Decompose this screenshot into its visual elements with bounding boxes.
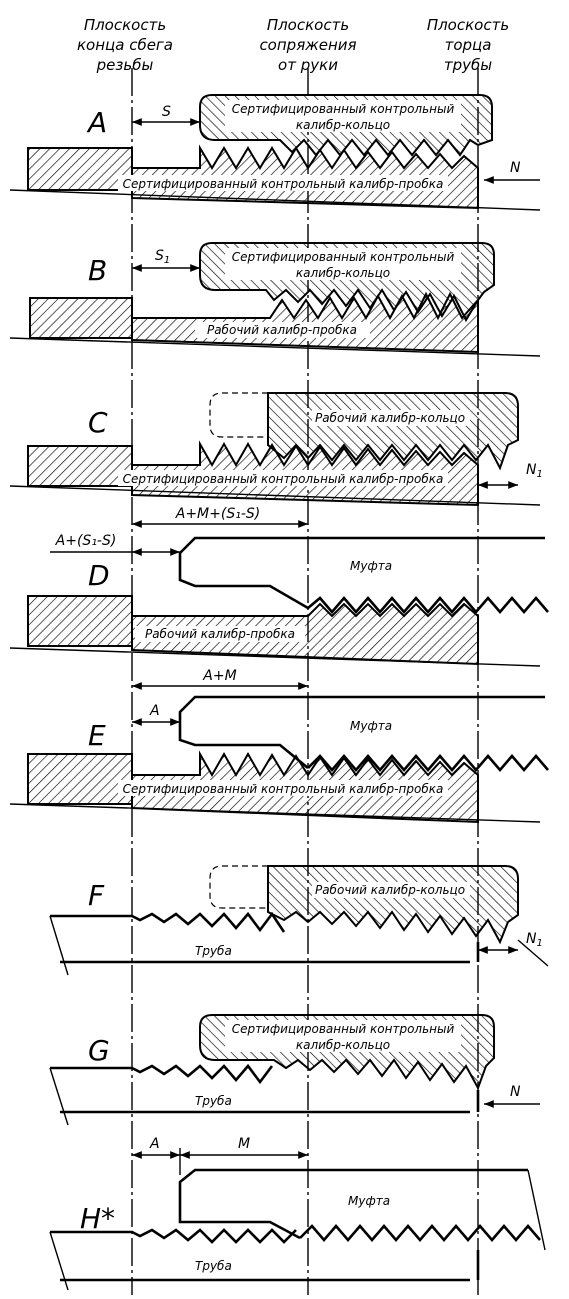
label-bg bbox=[195, 322, 370, 338]
amss-dimension-label: A+M+(S₁-S) bbox=[175, 506, 260, 522]
pipe-thread bbox=[50, 1063, 274, 1085]
pipe-thread bbox=[50, 911, 286, 933]
label-bg bbox=[225, 248, 461, 280]
row-letter: F bbox=[88, 879, 105, 912]
a-dimension-label: A bbox=[149, 703, 160, 719]
header-line: Плоскость bbox=[267, 16, 349, 34]
header-line: от руки bbox=[278, 56, 338, 74]
ring-gauge-label: Рабочий калибр-кольцо bbox=[315, 883, 465, 897]
row-letter: C bbox=[88, 406, 108, 439]
axis-line bbox=[9, 485, 541, 506]
label-bg bbox=[312, 882, 470, 898]
label-bg bbox=[118, 175, 448, 191]
coupling-thread bbox=[299, 1224, 541, 1242]
row-b: B S1 Сертифицированный контрольный калиб… bbox=[9, 242, 541, 357]
header-line: Плоскость bbox=[427, 16, 509, 34]
ass-dimension-label: A+(S₁-S) bbox=[55, 533, 117, 549]
pipe-thread bbox=[50, 1228, 297, 1244]
row-a: A S Сертифицированный контрольный калибр… bbox=[9, 94, 541, 211]
header-line: Плоскость bbox=[84, 16, 166, 34]
n1-dimension-label: N1 bbox=[526, 462, 543, 480]
ring-gauge-label: Рабочий калибр-кольцо bbox=[315, 411, 465, 425]
plug-gauge-label: Рабочий калибр-пробка bbox=[145, 627, 295, 641]
label-bg bbox=[225, 100, 461, 132]
row-h: A M H* Муфта Труба bbox=[49, 1136, 546, 1291]
ring-gauge-label: Сертифицированный контрольный bbox=[232, 250, 455, 264]
ring-previous-position bbox=[209, 865, 268, 909]
ring-gauge-label: калибр-кольцо bbox=[296, 266, 390, 280]
a-dimension-label: A bbox=[149, 1136, 160, 1152]
header-line: резьбы bbox=[96, 56, 154, 74]
ring-previous-position bbox=[209, 392, 268, 438]
header-thread-runout-plane: Плоскость конца сбега резьбы bbox=[77, 16, 173, 74]
n1-dimension-label: N1 bbox=[526, 931, 543, 949]
ring-gauge-label: Сертифицированный контрольный bbox=[232, 102, 455, 116]
axis-line bbox=[9, 337, 541, 357]
row-d: A+M+(S₁-S) A+(S₁-S) D Муфта Рабочий кали… bbox=[9, 506, 549, 667]
row-f: F Рабочий калибр-кольцо Труба N1 bbox=[49, 865, 549, 976]
row-letter: D bbox=[88, 559, 110, 592]
n-dimension-label: N bbox=[510, 1084, 521, 1100]
axis-line bbox=[9, 189, 541, 211]
axis-line bbox=[9, 803, 541, 823]
label-bg bbox=[118, 780, 448, 796]
row-letter: E bbox=[88, 719, 106, 752]
plug-gauge-shoulder bbox=[27, 147, 133, 191]
row-g: G Сертифицированный контрольный калибр-к… bbox=[49, 1014, 540, 1126]
coupling-outline bbox=[178, 1168, 528, 1240]
working-ring-gauge bbox=[267, 865, 519, 945]
s-dimension-label: S bbox=[162, 104, 171, 120]
header-handtight-plane: Плоскость сопряжения от руки bbox=[259, 16, 356, 74]
header-line: конца сбега bbox=[77, 36, 173, 54]
row-letter: B bbox=[88, 254, 107, 287]
axis-line bbox=[9, 647, 541, 667]
header-pipe-end-plane: Плоскость торца трубы bbox=[427, 16, 509, 74]
pipe-label: Труба bbox=[195, 1259, 232, 1273]
plug-gauge-shoulder bbox=[27, 445, 133, 487]
row-e: A+M A E Муфта Сертифицированный контроль… bbox=[9, 668, 549, 824]
break-line bbox=[527, 1169, 546, 1251]
ring-gauge-label: калибр-кольцо bbox=[296, 1038, 390, 1052]
plug-gauge-label: Сертифицированный контрольный калибр-про… bbox=[123, 472, 444, 486]
row-c: C Рабочий калибр-кольцо Сертифицированны… bbox=[9, 392, 543, 507]
break-line bbox=[49, 1231, 69, 1291]
label-bg bbox=[118, 470, 448, 486]
row-letter: G bbox=[88, 1034, 110, 1067]
s1-dimension-label: S1 bbox=[155, 248, 170, 266]
break-line bbox=[517, 939, 549, 967]
plug-gauge-shoulder bbox=[29, 297, 133, 339]
plug-gauge-shoulder bbox=[27, 753, 133, 805]
coupling-label: Муфта bbox=[348, 1194, 390, 1208]
header-line: торца bbox=[445, 36, 492, 54]
label-bg bbox=[225, 1020, 461, 1052]
coupling-outline bbox=[178, 695, 545, 770]
header-line: трубы bbox=[444, 56, 492, 74]
ring-gauge-label: Сертифицированный контрольный bbox=[232, 1022, 455, 1036]
m-dimension-label: M bbox=[238, 1136, 250, 1152]
plug-gauge-label: Сертифицированный контрольный калибр-про… bbox=[123, 782, 444, 796]
break-line bbox=[49, 915, 69, 976]
row-letter: A bbox=[86, 106, 107, 139]
ring-gauge-label: калибр-кольцо bbox=[296, 118, 390, 132]
plug-gauge-label: Сертифицированный контрольный калибр-про… bbox=[123, 177, 444, 191]
label-bg bbox=[312, 410, 470, 426]
pipe-label: Труба bbox=[195, 944, 232, 958]
row-letter: H* bbox=[80, 1202, 115, 1235]
coupling-thread bbox=[307, 754, 549, 772]
pipe-label: Труба bbox=[195, 1094, 232, 1108]
coupling-label: Муфта bbox=[350, 719, 392, 733]
plug-gauge-label: Рабочий калибр-пробка bbox=[207, 323, 357, 337]
header-line: сопряжения bbox=[259, 36, 356, 54]
break-line bbox=[49, 1067, 69, 1126]
n-dimension-label: N bbox=[510, 160, 521, 176]
coupling-label: Муфта bbox=[350, 559, 392, 573]
coupling-outline bbox=[178, 536, 545, 610]
coupling-thread bbox=[307, 596, 549, 614]
plug-gauge-shoulder bbox=[27, 595, 133, 647]
label-bg bbox=[135, 626, 305, 642]
am-dimension-label: A+M bbox=[202, 668, 236, 684]
